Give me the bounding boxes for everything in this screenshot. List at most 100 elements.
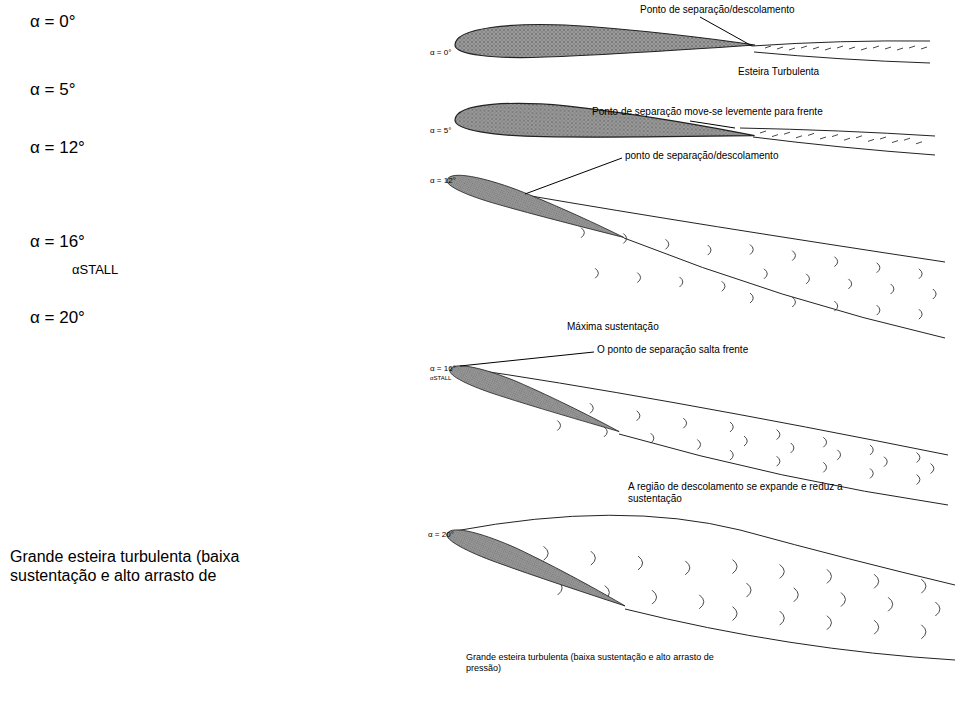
wake-swirl [827, 616, 832, 630]
wake-swirl [921, 625, 926, 639]
wake-edge [752, 41, 930, 46]
wake-swirl [935, 602, 940, 616]
angle-label: α = 16° [30, 232, 85, 252]
angle-label: α = 0° [30, 12, 75, 32]
wake-swirl [651, 433, 654, 443]
wake-swirl [733, 607, 738, 621]
wake-swirl [772, 135, 778, 137]
wake-swirl [823, 437, 826, 447]
wake-swirl [891, 284, 894, 294]
wake-swirl [874, 574, 879, 588]
wake-swirl [557, 421, 560, 431]
wake-swirl [638, 556, 643, 570]
callout-text: Esteira Turbulenta [738, 66, 819, 78]
callout-text: ponto de separação/descolamento [625, 150, 778, 162]
wake-swirl [750, 293, 753, 303]
wake-edge [754, 52, 930, 63]
wake-swirl [666, 239, 669, 249]
wake-swirl [750, 245, 753, 255]
wake-swirl [792, 251, 795, 261]
wake-swirl [791, 443, 794, 453]
wake-swirl [861, 48, 867, 50]
wake-swirl [744, 436, 747, 446]
callout-text: Ponto de separação move-se levemente par… [592, 106, 823, 118]
wake-swirl [917, 475, 920, 485]
wake-swirl [921, 47, 927, 49]
wake-swirl [919, 309, 922, 319]
airfoil [445, 168, 628, 245]
wake-swirl [834, 301, 837, 311]
wake-swirl [813, 47, 819, 49]
wake-swirl [623, 233, 626, 243]
wake-swirl [780, 564, 785, 578]
wake-edge [624, 238, 945, 338]
wake-swirl [827, 569, 832, 583]
wake-swirl [825, 48, 831, 50]
wake-swirl [931, 464, 934, 474]
wake-swirl [777, 430, 780, 440]
wake-swirl [780, 611, 785, 625]
callout-text: Grande esteira turbulenta (baixa sustent… [466, 652, 726, 674]
wake-swirl [784, 132, 790, 134]
angle-label: α = 20° [428, 530, 454, 540]
callout-text: A região de descolamento se expande e re… [628, 481, 868, 505]
wake-swirl [904, 138, 910, 140]
wake-edge [456, 367, 948, 455]
wake-swirl [685, 561, 690, 575]
wake-swirl [897, 48, 903, 50]
stall-label: αSTALL [72, 262, 118, 278]
wake-swirl [917, 453, 920, 463]
wake-swirl [848, 279, 851, 289]
wake-swirl [590, 403, 593, 413]
wake-swirl [806, 274, 809, 284]
wake-swirl [764, 269, 767, 279]
wake-swirl [801, 46, 807, 48]
wake-swirl [856, 136, 862, 138]
wake-swirl [849, 47, 855, 49]
wake-swirl [820, 137, 826, 139]
angle-label: α = 0° [430, 48, 451, 58]
wake-swirl [885, 47, 891, 49]
wake-swirl [844, 138, 850, 140]
wake-swirl [832, 135, 838, 137]
callout-text: O ponto de separação salta frente [597, 344, 748, 356]
wake-swirl [909, 46, 915, 48]
wake-swirl [888, 597, 893, 611]
wake-swirl [837, 450, 840, 460]
wake-swirl [823, 462, 826, 472]
angle-label: α = 5° [430, 126, 451, 136]
wake-swirl [880, 137, 886, 139]
angle-label: α = 5° [30, 80, 75, 100]
angle-label: α = 12° [430, 176, 456, 186]
stall-label: αSTALL [430, 375, 451, 382]
wake-swirl [808, 133, 814, 135]
wake-swirl [837, 46, 843, 48]
wake-swirl [789, 48, 795, 50]
airfoil [455, 25, 755, 58]
wake-swirl [595, 268, 598, 278]
wake-swirl [777, 47, 783, 49]
wake-swirl [544, 546, 549, 560]
wake-swirl [708, 245, 711, 255]
wake-swirl [699, 595, 704, 609]
wake-swirl [873, 46, 879, 48]
wake-edge [740, 128, 935, 136]
wake-swirl [834, 257, 837, 267]
airfoil [447, 358, 623, 438]
leader-line [700, 17, 752, 46]
wake-swirl [877, 305, 880, 315]
wake-swirl [733, 560, 738, 574]
wake-swirl [591, 551, 596, 565]
wake-swirl [683, 418, 686, 428]
wake-swirl [604, 427, 607, 437]
wake-swirl [792, 297, 795, 307]
wake-swirl [747, 583, 752, 597]
wake-swirl [680, 277, 683, 287]
wake-swirl [877, 263, 880, 273]
wake-swirl [870, 468, 873, 478]
wake-swirl [794, 588, 799, 602]
leader-line [690, 121, 735, 128]
wake-swirl [892, 141, 898, 143]
angle-label: α = 20° [30, 308, 85, 328]
wake-swirl [777, 456, 780, 466]
